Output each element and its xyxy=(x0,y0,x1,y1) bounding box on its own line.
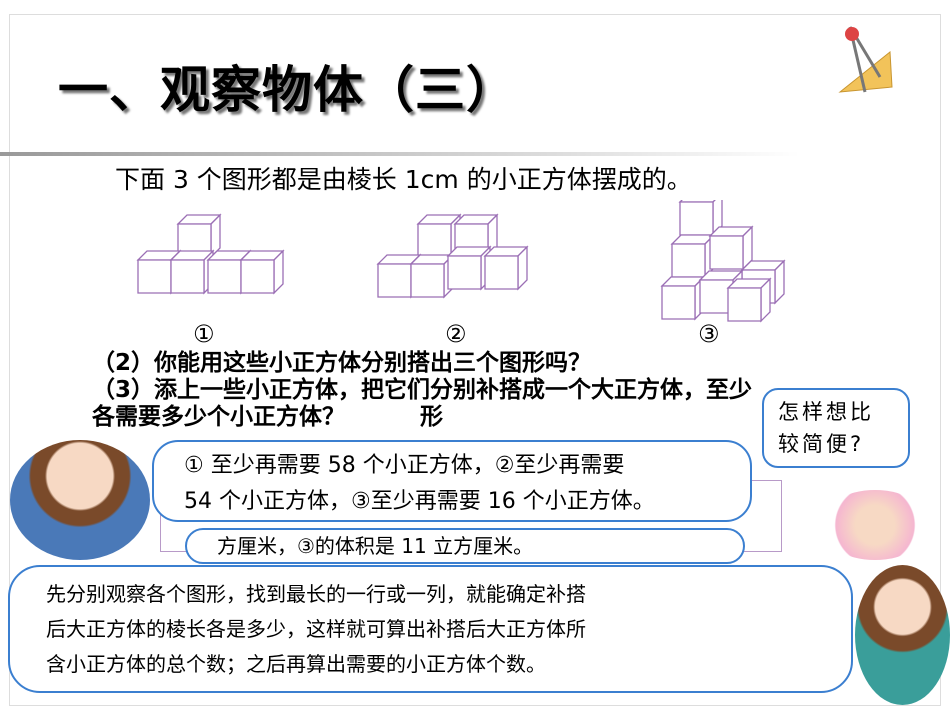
angel-illustration xyxy=(820,490,930,560)
cube xyxy=(483,245,529,291)
cube xyxy=(409,253,455,299)
question-3: （3）添上一些小正方体，把它们分别补搭成一个大正方体，至少各需要多少个小正方体？ xyxy=(92,377,753,430)
cube xyxy=(678,200,723,237)
explain-line-1: 先分别观察各个图形，找到最长的一行或一列，就能确定补搭 xyxy=(46,582,586,606)
intro-text: 下面 3 个图形都是由棱长 1cm 的小正方体摆成的。 xyxy=(115,165,692,194)
answer-line-2: 54 个小正方体，③至少再需要 16 个小正方体。 xyxy=(184,489,655,514)
explain-bubble: 先分别观察各个图形，找到最长的一行或一列，就能确定补搭 后大正方体的棱长各是多少… xyxy=(8,565,853,693)
question-2: （2）你能用这些小正方体分别搭出三个图形吗？ xyxy=(92,350,592,376)
cube xyxy=(670,233,716,279)
hint-line-1: 怎样想比 xyxy=(778,400,874,424)
hint-bubble: 怎样想比 较简便? xyxy=(762,388,910,468)
answer-bubble: ① 至少再需要 58 个小正方体，②至少再需要 54 个小正方体，③至少再需要 … xyxy=(152,440,752,522)
cube xyxy=(660,275,706,321)
figure-label-2: ② xyxy=(445,320,467,348)
cube xyxy=(176,213,222,259)
title-divider xyxy=(0,152,800,156)
cube xyxy=(708,225,754,271)
kids-illustration-left xyxy=(10,440,150,560)
cube-figures xyxy=(136,200,786,323)
question-line2: 形 xyxy=(420,404,443,430)
compass-ruler-icon xyxy=(838,26,893,93)
explain-line-2: 后大正方体的棱长各是多少，这样就可算出补搭后大正方体所 xyxy=(46,617,586,641)
cube xyxy=(239,249,285,295)
figure-label-3: ③ xyxy=(698,320,720,348)
answer-line-1: ① 至少再需要 58 个小正方体，②至少再需要 xyxy=(184,453,625,478)
cube xyxy=(726,277,772,323)
slide-frame xyxy=(9,14,941,706)
cube xyxy=(446,245,492,291)
figure-label-1: ① xyxy=(193,320,215,348)
cube xyxy=(169,249,215,295)
kids-illustration-right xyxy=(855,565,950,705)
hidden-answer-bubble: 方厘米，③的体积是 11 立方厘米。 xyxy=(185,528,745,564)
hint-line-2: 较简便? xyxy=(778,432,865,456)
page-title: 一、观察物体（三） xyxy=(58,61,517,119)
explain-line-3: 含小正方体的总个数；之后再算出需要的小正方体个数。 xyxy=(46,652,546,676)
